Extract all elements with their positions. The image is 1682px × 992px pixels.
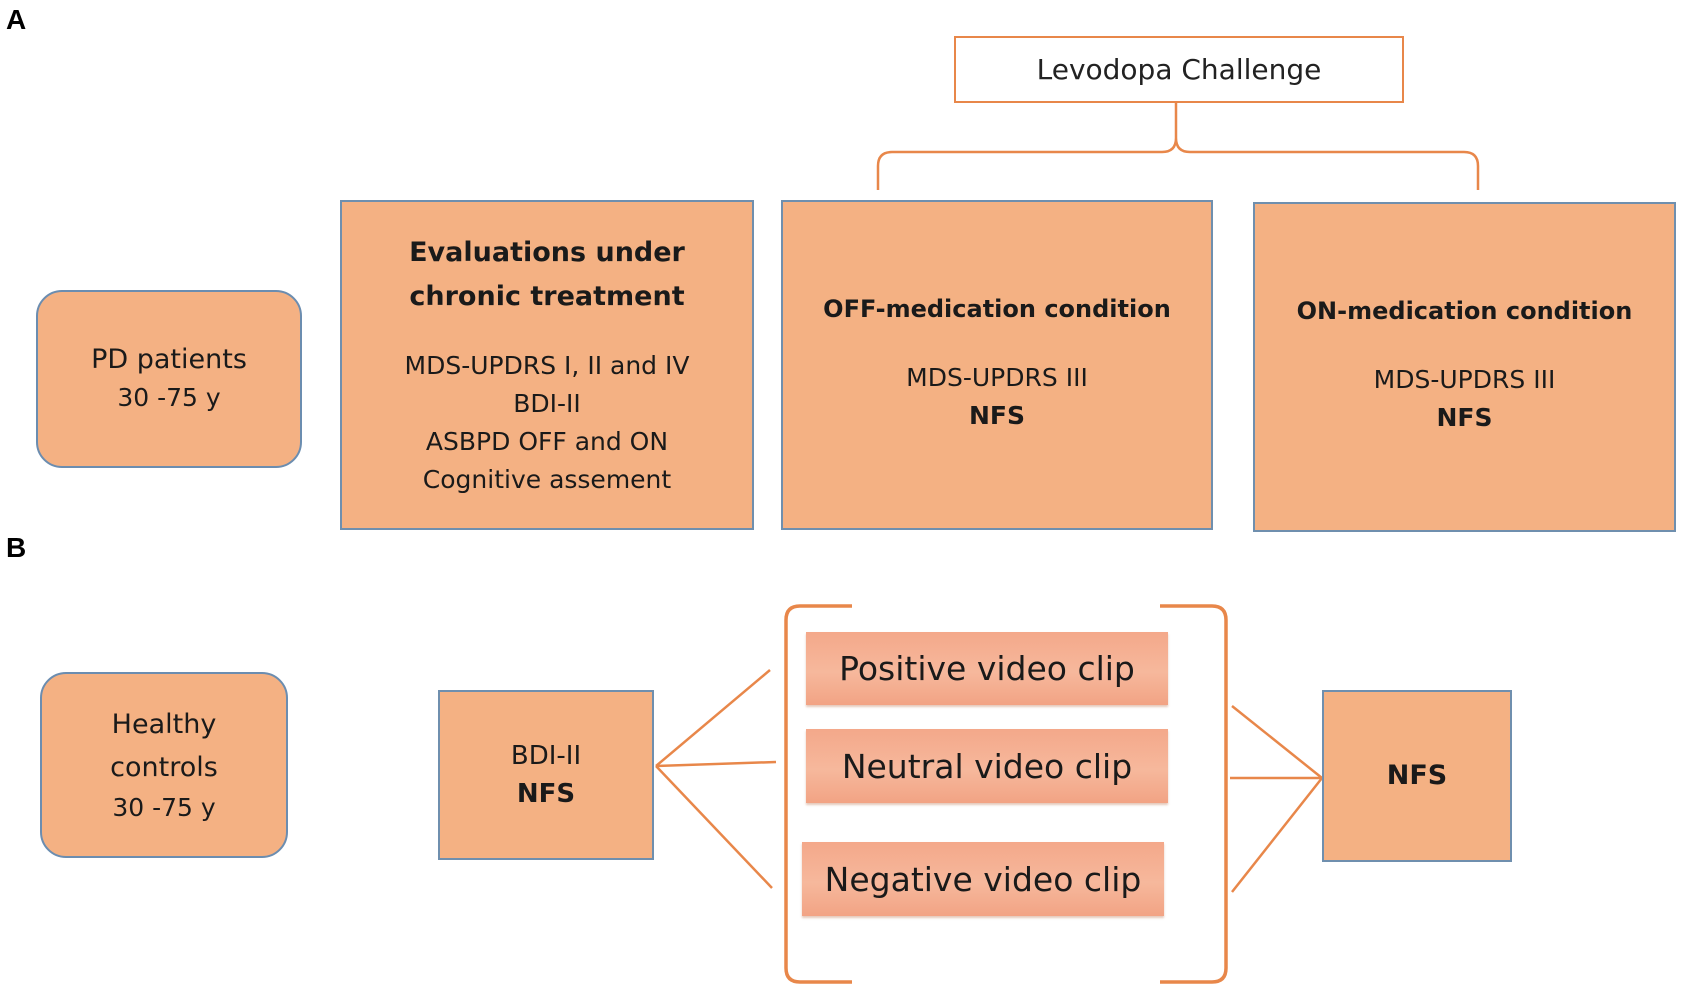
on-medication-nfs: NFS <box>1436 403 1493 432</box>
connector-positive-post <box>1231 705 1323 779</box>
chronic-item-asbpd: ASBPD OFF and ON <box>425 427 669 456</box>
neutral-video-clip: Neutral video clip <box>806 729 1168 803</box>
negative-video-clip-label: Negative video clip <box>824 859 1142 899</box>
chronic-treatment-title-line1: Evaluations under <box>409 237 685 268</box>
healthy-controls-box: Healthy controls 30 -75 y <box>40 672 288 858</box>
healthy-controls-label-line2: controls <box>110 752 218 783</box>
on-medication-title: ON-medication condition <box>1296 297 1633 325</box>
levodopa-challenge-label: Levodopa Challenge <box>1036 53 1322 86</box>
chronic-item-bdi: BDI-II <box>513 389 581 418</box>
left-bracket <box>784 604 852 984</box>
panel-a-label: A <box>6 4 27 35</box>
right-bracket <box>1160 604 1228 984</box>
off-medication-nfs: NFS <box>968 401 1025 430</box>
pre-test-bdi: BDI-II <box>510 741 582 771</box>
chronic-treatment-title-line2: chronic treatment <box>409 281 685 312</box>
negative-video-clip: Negative video clip <box>802 842 1164 916</box>
healthy-controls-label-line1: Healthy <box>111 709 217 740</box>
pd-patients-age: 30 -75 y <box>117 383 221 412</box>
positive-video-clip-label: Positive video clip <box>839 649 1135 688</box>
levodopa-brace <box>876 103 1480 190</box>
connector-pre-negative <box>655 765 773 889</box>
levodopa-challenge-box: Levodopa Challenge <box>954 36 1404 103</box>
healthy-controls-age: 30 -75 y <box>112 793 216 822</box>
chronic-treatment-box: Evaluations under chronic treatment MDS-… <box>340 200 754 530</box>
on-medication-updrs: MDS-UPDRS III <box>1373 365 1556 394</box>
positive-video-clip: Positive video clip <box>806 632 1168 705</box>
connector-negative-post <box>1231 777 1323 893</box>
pd-patients-box: PD patients 30 -75 y <box>36 290 302 468</box>
pd-patients-label: PD patients <box>91 344 247 375</box>
connector-pre-neutral <box>655 760 777 768</box>
post-test-nfs: NFS <box>1386 760 1448 791</box>
chronic-item-mds-updrs: MDS-UPDRS I, II and IV <box>404 351 690 380</box>
neutral-video-clip-label: Neutral video clip <box>841 746 1133 786</box>
panel-b-label: B <box>6 532 27 563</box>
pre-test-nfs: NFS <box>516 779 576 809</box>
off-medication-title: OFF-medication condition <box>823 295 1171 323</box>
connector-pre-positive <box>655 669 771 767</box>
off-medication-updrs: MDS-UPDRS III <box>906 363 1088 392</box>
on-medication-box: ON-medication condition MDS-UPDRS III NF… <box>1253 202 1676 532</box>
off-medication-box: OFF-medication condition MDS-UPDRS III N… <box>781 200 1213 530</box>
pre-test-box: BDI-II NFS <box>438 690 654 860</box>
post-test-box: NFS <box>1322 690 1512 862</box>
chronic-item-cognitive: Cognitive assement <box>422 465 672 494</box>
